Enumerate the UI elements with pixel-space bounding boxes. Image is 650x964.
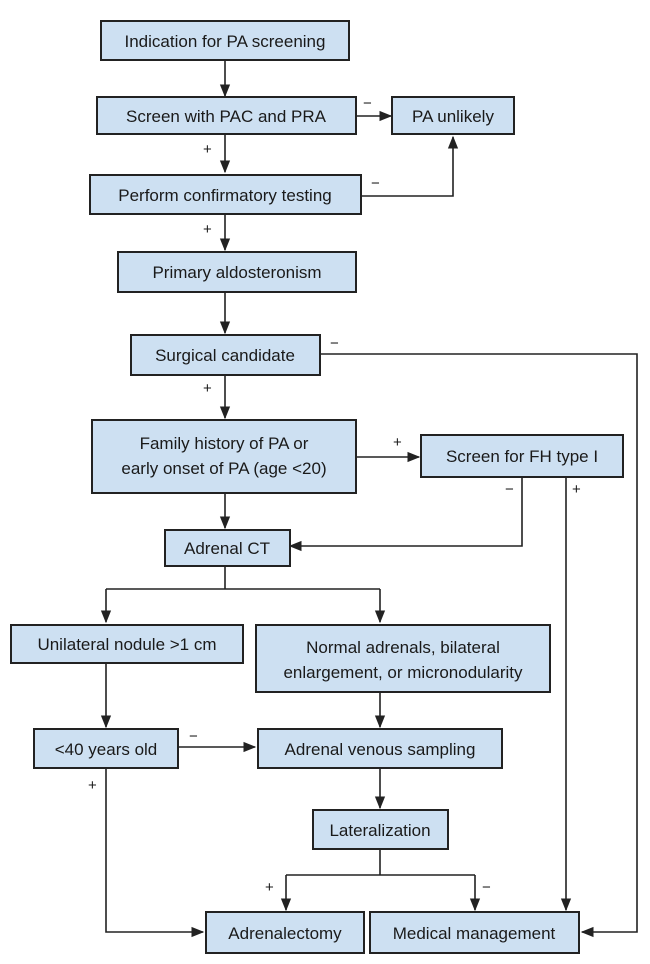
- sign-under40-adrenalectomy: +: [88, 777, 97, 794]
- sign-fh-ct: −: [505, 481, 514, 498]
- node-adrenalectomy: Adrenalectomy: [205, 911, 365, 954]
- sign-surgical-family: +: [203, 380, 212, 397]
- node-pa-unlikely: PA unlikely: [391, 96, 515, 135]
- node-adrenalectomy-label: Adrenalectomy: [228, 924, 342, 943]
- node-lateral-label: Lateralization: [329, 821, 430, 840]
- node-pa-unlikely-label: PA unlikely: [412, 107, 494, 126]
- edges: [100, 60, 638, 938]
- node-under40-label: <40 years old: [55, 740, 158, 759]
- sign-lateral-adrenalectomy: +: [265, 879, 274, 896]
- sign-confirm-unlikely: −: [371, 175, 380, 192]
- node-family: Family history of PA or early onset of P…: [91, 419, 357, 494]
- node-unilateral-label: Unilateral nodule >1 cm: [37, 635, 216, 654]
- node-family-label-2: early onset of PA (age <20): [121, 459, 326, 478]
- node-surgical: Surgical candidate: [130, 334, 321, 376]
- node-avs: Adrenal venous sampling: [257, 728, 503, 769]
- node-confirm-label: Perform confirmatory testing: [118, 186, 332, 205]
- node-fh-screen-label: Screen for FH type I: [446, 447, 598, 466]
- edge-fh-ct: [288, 477, 523, 552]
- node-confirm: Perform confirmatory testing: [89, 174, 362, 215]
- node-surgical-label: Surgical candidate: [155, 346, 295, 365]
- node-medical: Medical management: [369, 911, 580, 954]
- node-indication: Indication for PA screening: [100, 20, 350, 61]
- node-ct: Adrenal CT: [164, 529, 291, 567]
- sign-lateral-medical: −: [482, 879, 491, 896]
- node-screen-label: Screen with PAC and PRA: [126, 107, 327, 126]
- node-avs-label: Adrenal venous sampling: [285, 740, 476, 759]
- node-ct-label: Adrenal CT: [184, 539, 270, 558]
- node-fh-screen: Screen for FH type I: [420, 434, 624, 478]
- edge-signs: − + − + − + + − + − + + −: [88, 95, 581, 896]
- node-normal: Normal adrenals, bilateral enlargement, …: [255, 624, 551, 693]
- node-medical-label: Medical management: [393, 924, 556, 943]
- sign-confirm-primary: +: [203, 221, 212, 238]
- node-indication-label: Indication for PA screening: [125, 32, 326, 51]
- sign-surgical-medical: −: [330, 335, 339, 352]
- node-primary-label: Primary aldosteronism: [152, 263, 321, 282]
- node-lateral: Lateralization: [312, 809, 449, 850]
- sign-screen-confirm: +: [203, 141, 212, 158]
- sign-under40-avs: −: [189, 728, 198, 745]
- node-under40: <40 years old: [33, 728, 179, 769]
- edge-under40-adrenalectomy: [105, 768, 205, 938]
- sign-screen-unlikely: −: [363, 95, 372, 112]
- edge-surgical-medical: [320, 353, 638, 938]
- node-family-label-1: Family history of PA or: [140, 434, 309, 453]
- node-unilateral: Unilateral nodule >1 cm: [10, 624, 244, 664]
- sign-fh-medical: +: [572, 481, 581, 498]
- node-normal-label-2: enlargement, or micronodularity: [283, 663, 523, 682]
- node-primary: Primary aldosteronism: [117, 251, 357, 293]
- node-screen: Screen with PAC and PRA: [96, 96, 357, 135]
- sign-family-fh: +: [393, 434, 402, 451]
- node-normal-label-1: Normal adrenals, bilateral: [306, 638, 500, 657]
- edge-confirm-unlikely: [361, 135, 459, 197]
